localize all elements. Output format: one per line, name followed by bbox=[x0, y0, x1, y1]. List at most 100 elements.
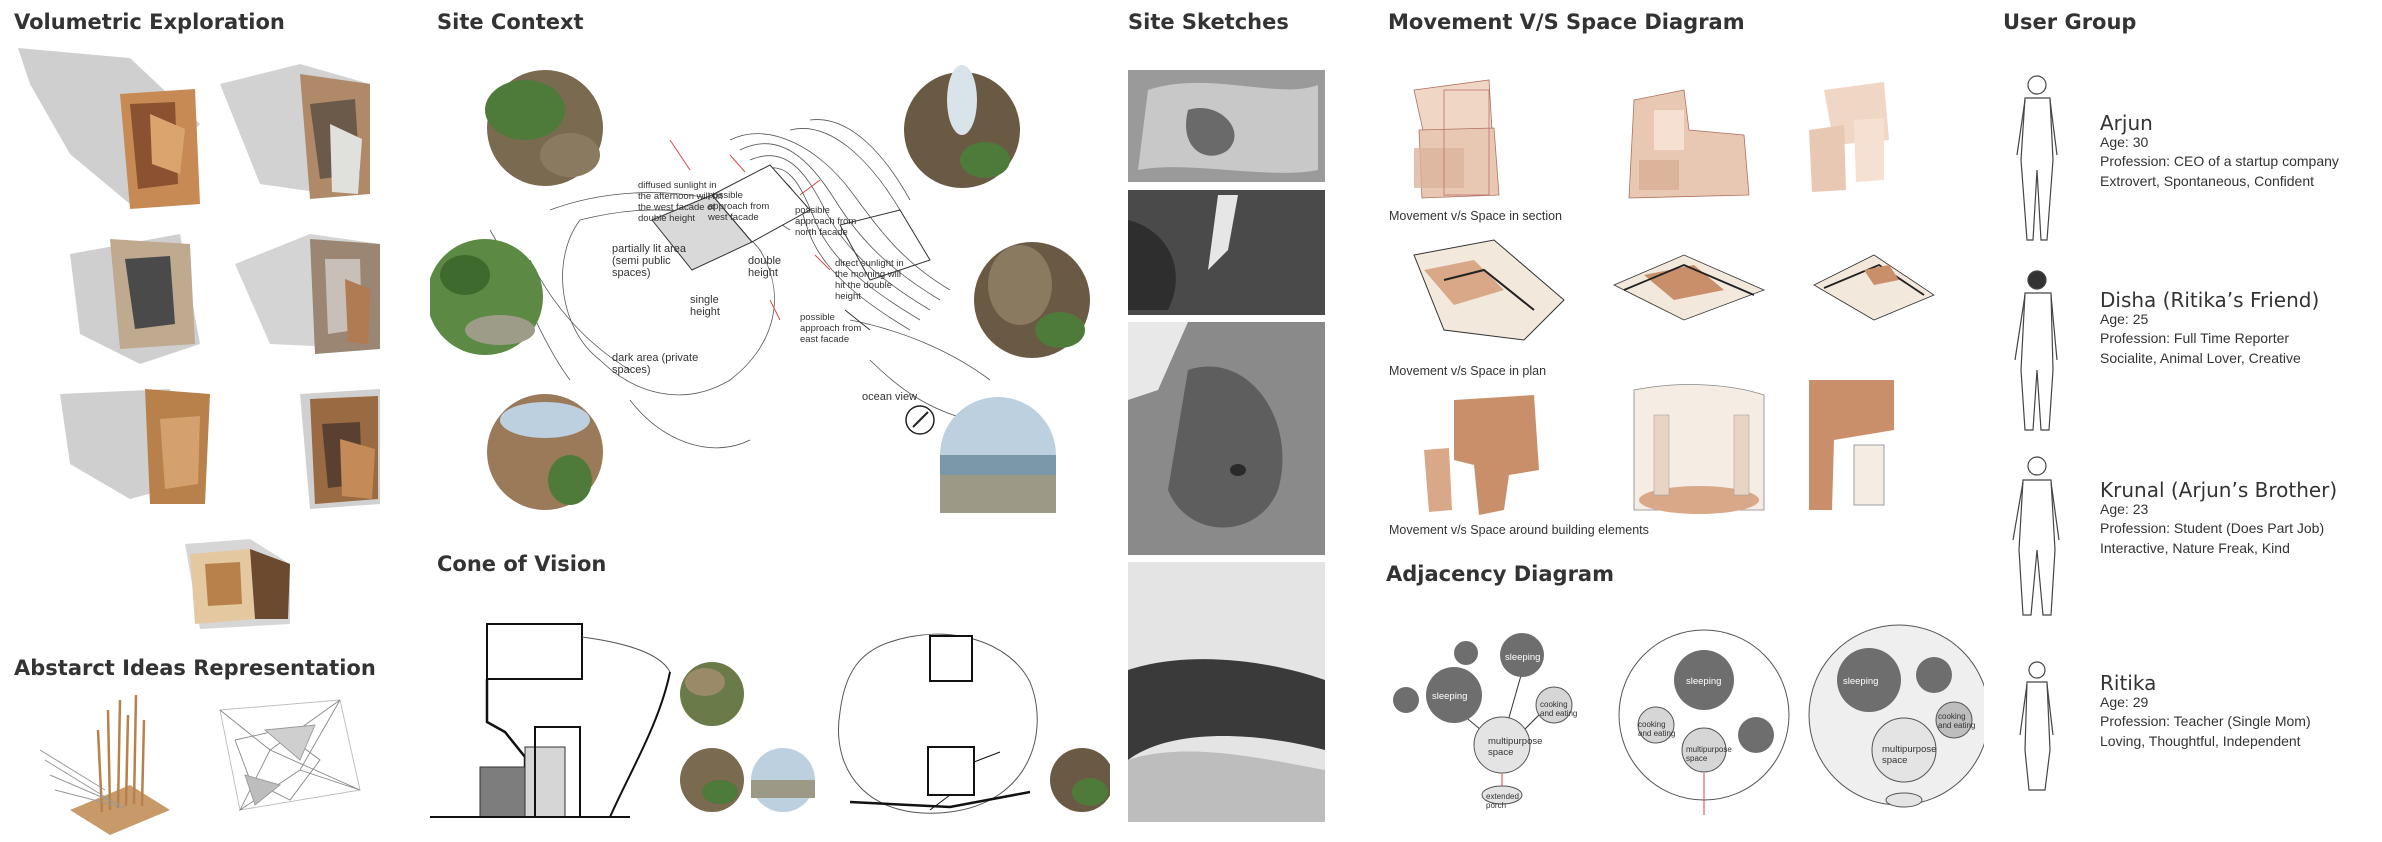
user-profession: Profession: CEO of a startup company bbox=[2100, 153, 2339, 169]
volume-model-7 bbox=[185, 539, 290, 629]
user-card-krunal: Krunal (Arjun’s Brother) Age: 23 Profess… bbox=[2100, 479, 2337, 557]
volume-model-1 bbox=[18, 48, 200, 209]
site-photo-2 bbox=[430, 239, 543, 355]
site-photo-3 bbox=[487, 394, 603, 510]
cone-photo-3 bbox=[751, 748, 815, 812]
movement-plan-3 bbox=[1813, 254, 1935, 321]
adj2-label-sleeping: sleeping bbox=[1686, 676, 1722, 687]
site-photo-4 bbox=[904, 65, 1020, 188]
label-approach-north: possible approach from north facade bbox=[795, 205, 857, 238]
label-approach-west: possible approach from west facade bbox=[708, 190, 770, 223]
adj3-label-sleeping: sleeping bbox=[1843, 676, 1879, 687]
adjacency-diagram-1 bbox=[1393, 633, 1573, 805]
cone-of-vision-diagrams bbox=[430, 623, 1110, 818]
user-name: Disha (Ritika’s Friend) bbox=[2100, 288, 2320, 312]
cone-of-vision-section bbox=[430, 623, 671, 818]
caption-movement-plan: Movement v/s Space in plan bbox=[1389, 364, 1547, 378]
movement-section-1 bbox=[1413, 79, 1500, 199]
adjacency-diagrams bbox=[1393, 624, 1984, 815]
movement-diagrams bbox=[1413, 79, 1935, 515]
heading-volumetric-exploration: Volumetric Exploration bbox=[14, 10, 285, 34]
label-double-height: double height bbox=[748, 255, 782, 279]
site-photos bbox=[430, 65, 1090, 513]
user-name: Ritika bbox=[2100, 671, 2157, 695]
abstract-ideas-models bbox=[40, 694, 361, 835]
user-age: Age: 29 bbox=[2100, 694, 2149, 710]
user-figure-disha bbox=[2014, 270, 2058, 431]
site-sketch-2 bbox=[1128, 190, 1325, 315]
adj1-label-multipurpose: multipurpose space bbox=[1488, 736, 1543, 758]
adjacency-diagram-2 bbox=[1618, 629, 1790, 815]
site-sketch-4 bbox=[1128, 562, 1325, 822]
movement-section-2 bbox=[1628, 89, 1750, 199]
volume-model-5 bbox=[60, 389, 210, 504]
volume-model-3 bbox=[70, 234, 200, 364]
heading-user-group: User Group bbox=[2003, 10, 2137, 34]
user-card-arjun: Arjun Age: 30 Profession: CEO of a start… bbox=[2100, 112, 2339, 190]
user-traits: Extrovert, Spontaneous, Confident bbox=[2100, 173, 2315, 189]
label-ocean-view: ocean view bbox=[862, 391, 918, 403]
user-card-ritika: Ritika Age: 29 Profession: Teacher (Sing… bbox=[2100, 672, 2311, 750]
user-profession: Profession: Student (Does Part Job) bbox=[2100, 520, 2325, 536]
heading-cone-of-vision: Cone of Vision bbox=[437, 552, 607, 576]
adj3-label-cooking: cooking and eating bbox=[1938, 712, 1976, 730]
volumetric-models bbox=[18, 48, 380, 629]
label-dark-area: dark area (private spaces) bbox=[612, 352, 699, 376]
heading-adjacency-diagram: Adjacency Diagram bbox=[1386, 562, 1614, 586]
adj1-label-porch: extended porch bbox=[1486, 792, 1519, 810]
caption-movement-elements: Movement v/s Space around building eleme… bbox=[1389, 523, 1649, 537]
single-height-block bbox=[651, 194, 753, 271]
label-approach-east: possible approach from east facade bbox=[800, 312, 862, 345]
label-direct-sunlight: direct sunlight in the morning will hit … bbox=[835, 258, 904, 302]
movement-section-3 bbox=[1809, 82, 1889, 192]
label-diffused-sunlight: diffused sunlight in the afternoon will … bbox=[638, 180, 723, 224]
site-context-map bbox=[489, 119, 991, 449]
heading-site-context: Site Context bbox=[437, 10, 584, 34]
approach-arrows bbox=[669, 139, 831, 321]
movement-plan-2 bbox=[1613, 254, 1766, 321]
north-compass bbox=[905, 405, 935, 435]
cone-of-vision-plan bbox=[838, 633, 1038, 814]
volume-model-2 bbox=[220, 64, 370, 199]
adj1-label-sleeping-2: sleeping bbox=[1505, 652, 1541, 663]
site-photo-1 bbox=[485, 70, 603, 186]
sunlight-direction-block bbox=[839, 209, 931, 281]
movement-elements-2 bbox=[1633, 384, 1765, 514]
heading-abstract-ideas: Abstarct Ideas Representation bbox=[14, 656, 376, 680]
user-age: Age: 25 bbox=[2100, 311, 2149, 327]
movement-elements-3 bbox=[1809, 380, 1894, 510]
site-sketches bbox=[1128, 70, 1325, 822]
adj1-label-sleeping: sleeping bbox=[1432, 691, 1468, 702]
adj2-label-cooking: cooking and eating bbox=[1638, 720, 1676, 738]
site-sketch-3 bbox=[1128, 322, 1325, 555]
caption-movement-section: Movement v/s Space in section bbox=[1389, 209, 1562, 223]
user-name: Arjun bbox=[2100, 111, 2153, 135]
user-traits: Loving, Thoughtful, Independent bbox=[2100, 733, 2301, 749]
movement-elements-1 bbox=[1424, 395, 1539, 515]
user-age: Age: 30 bbox=[2100, 134, 2149, 150]
volume-model-4 bbox=[235, 234, 380, 354]
adj1-label-cooking: cooking and eating bbox=[1540, 700, 1578, 718]
user-age: Age: 23 bbox=[2100, 501, 2149, 517]
site-sketch-1 bbox=[1128, 70, 1325, 182]
abstract-mesh-model bbox=[219, 699, 361, 812]
adjacency-diagram-3 bbox=[1808, 624, 1984, 808]
user-figure-arjun bbox=[2016, 75, 2058, 241]
label-partially-lit: partially lit area (semi public spaces) bbox=[612, 243, 686, 279]
heading-site-sketches: Site Sketches bbox=[1128, 10, 1289, 34]
user-figures bbox=[2012, 75, 2060, 791]
site-photo-6 bbox=[940, 397, 1056, 513]
user-traits: Interactive, Nature Freak, Kind bbox=[2100, 540, 2290, 556]
user-figure-krunal bbox=[2012, 456, 2060, 616]
user-traits: Socialite, Animal Lover, Creative bbox=[2100, 350, 2301, 366]
user-figure-ritika bbox=[2019, 661, 2054, 791]
user-profession: Profession: Full Time Reporter bbox=[2100, 330, 2290, 346]
adj3-label-multipurpose: multipurpose space bbox=[1882, 744, 1937, 766]
abstract-rods-model bbox=[40, 694, 170, 835]
movement-plan-1 bbox=[1413, 239, 1565, 341]
cone-photo-2 bbox=[680, 748, 744, 812]
user-name: Krunal (Arjun’s Brother) bbox=[2100, 478, 2338, 502]
user-profession: Profession: Teacher (Single Mom) bbox=[2100, 713, 2311, 729]
cone-photo-1 bbox=[680, 662, 744, 726]
user-card-disha: Disha (Ritika’s Friend) Age: 25 Professi… bbox=[2100, 289, 2319, 367]
